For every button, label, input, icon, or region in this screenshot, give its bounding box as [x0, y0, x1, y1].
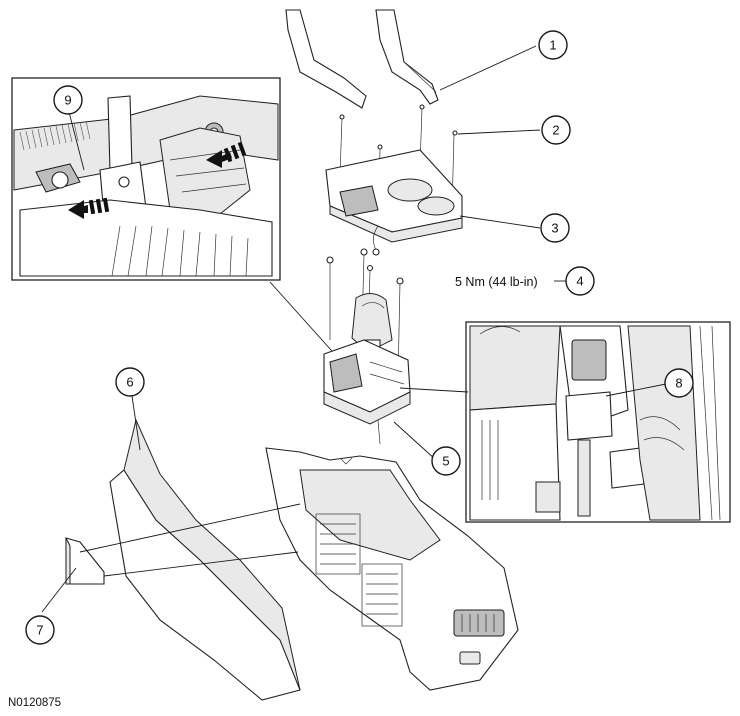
svg-text:8: 8 — [675, 376, 682, 391]
trim-panel-part-1 — [285, 9, 439, 109]
callout-7: 7 — [25, 615, 55, 645]
callout-5: 5 — [431, 446, 461, 476]
callout-9: 9 — [53, 85, 83, 115]
detail-inset-left — [11, 77, 281, 281]
callout-8: 8 — [664, 368, 694, 398]
figure-code: N0120875 — [8, 697, 61, 709]
side-trim-panel-part-7 — [65, 503, 301, 585]
callout-1: 1 — [538, 30, 568, 60]
direction-arrow-icon — [68, 197, 110, 219]
callout-4: 4 — [565, 266, 595, 296]
svg-text:9: 9 — [64, 93, 71, 108]
svg-text:5: 5 — [442, 454, 449, 469]
svg-text:1: 1 — [549, 38, 556, 53]
svg-text:2: 2 — [552, 123, 559, 138]
svg-text:6: 6 — [126, 375, 133, 390]
floor-console-part-6 — [109, 418, 519, 701]
inset-reference-line — [269, 281, 341, 361]
shifter-assembly-part-5 — [323, 293, 411, 445]
cup-holder-bezel-part-3 — [325, 149, 463, 256]
callout-6: 6 — [115, 367, 145, 397]
svg-text:7: 7 — [36, 623, 43, 638]
svg-text:3: 3 — [551, 221, 558, 236]
inset-reference-line — [399, 387, 469, 393]
detail-inset-right — [465, 321, 731, 523]
callout-2: 2 — [541, 115, 571, 145]
svg-text:4: 4 — [576, 274, 583, 289]
direction-arrow-icon — [206, 141, 247, 168]
callout-3: 3 — [540, 213, 570, 243]
torque-spec-label: 5 Nm (44 lb-in) — [455, 275, 538, 289]
